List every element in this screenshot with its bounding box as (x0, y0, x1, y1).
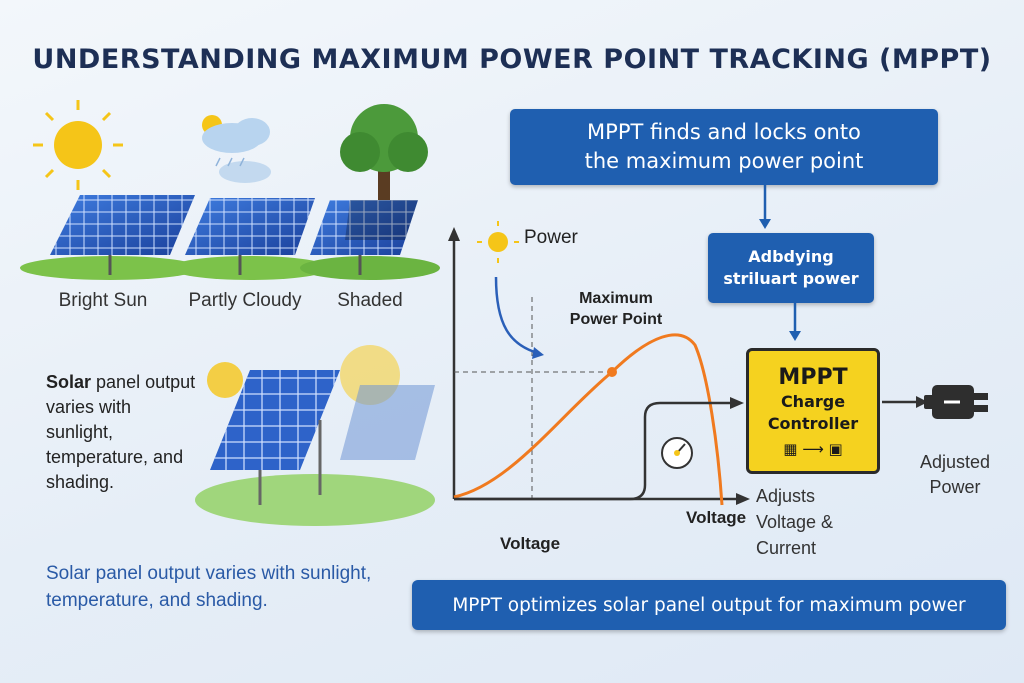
x-axis-label-right: Voltage (686, 508, 747, 527)
adjusts-line3: Current (756, 538, 817, 558)
solar-panel-cloudy (185, 198, 315, 275)
output-line2: Power (929, 477, 981, 497)
panel-mini-icon: ▦ (783, 440, 798, 458)
top-callout-line1: MPPT finds and locks onto (587, 120, 861, 144)
top-callout-line2: the maximum power point (584, 149, 864, 173)
output-connector (882, 385, 988, 419)
power-voltage-curve (448, 185, 801, 506)
adjusted-power-label: Adjusted Power (900, 450, 1010, 500)
conditions-illustration (20, 100, 440, 280)
adjusts-line2: Voltage & (756, 512, 834, 532)
left-description: Solar panel output varies with sunlight,… (46, 370, 196, 495)
bottom-description: Solar panel output varies with sunlight,… (46, 563, 372, 611)
mid-callout-line2: striluart power (723, 269, 859, 288)
gauge-icon (661, 437, 693, 469)
flow-line-to-controller (454, 401, 732, 501)
tree-icon (340, 104, 428, 218)
max-power-label: Maximum Power Point (556, 288, 676, 330)
desc-rest: panel output varies with sunlight, tempe… (46, 372, 196, 492)
mid-callout: Adbdying striluart power (708, 233, 874, 303)
adjusts-line1: Adjusts (756, 486, 816, 506)
arrow-right-icon: ⟶ (802, 440, 824, 458)
top-callout: MPPT finds and locks onto the maximum pow… (510, 109, 938, 185)
panel-illustration (195, 345, 435, 526)
max-power-label-1: Maximum (579, 290, 653, 307)
condition-label-bright-sun: Bright Sun (58, 290, 148, 311)
solar-panel-sun (50, 195, 195, 275)
desc-bold: Solar (46, 372, 92, 392)
page-title: UNDERSTANDING MAXIMUM POWER POINT TRACKI… (32, 44, 992, 75)
y-axis-label: Power (524, 227, 578, 248)
controller-line2: Charge (780, 392, 846, 411)
output-line1: Adjusted (919, 452, 991, 472)
battery-icon: ▣ (828, 440, 843, 458)
adjusts-text: Adjusts Voltage & Current (756, 483, 833, 561)
solar-panel-shaded (310, 200, 418, 275)
mppt-charge-controller: MPPT Charge Controller ▦ ⟶ ▣ (746, 348, 880, 474)
controller-line3: Controller (767, 414, 859, 433)
sun-icon (33, 100, 123, 190)
controller-flow-icons: ▦ ⟶ ▣ (749, 440, 877, 458)
cloud-icon (202, 115, 271, 183)
condition-label-shaded: Shaded (337, 290, 403, 311)
plug-icon (924, 385, 988, 419)
power-sun-icon (477, 221, 519, 263)
condition-label-partly-cloudy: Partly Cloudy (188, 290, 302, 311)
x-axis-label-bottom: Voltage (500, 534, 561, 553)
controller-title: MPPT (778, 365, 848, 390)
max-power-point (607, 367, 617, 377)
bottom-banner: MPPT optimizes solar panel output for ma… (412, 580, 1006, 630)
max-power-label-2: Power Point (569, 311, 663, 328)
mid-callout-line1: Adbdying (748, 247, 834, 266)
power-curve (453, 333, 724, 506)
